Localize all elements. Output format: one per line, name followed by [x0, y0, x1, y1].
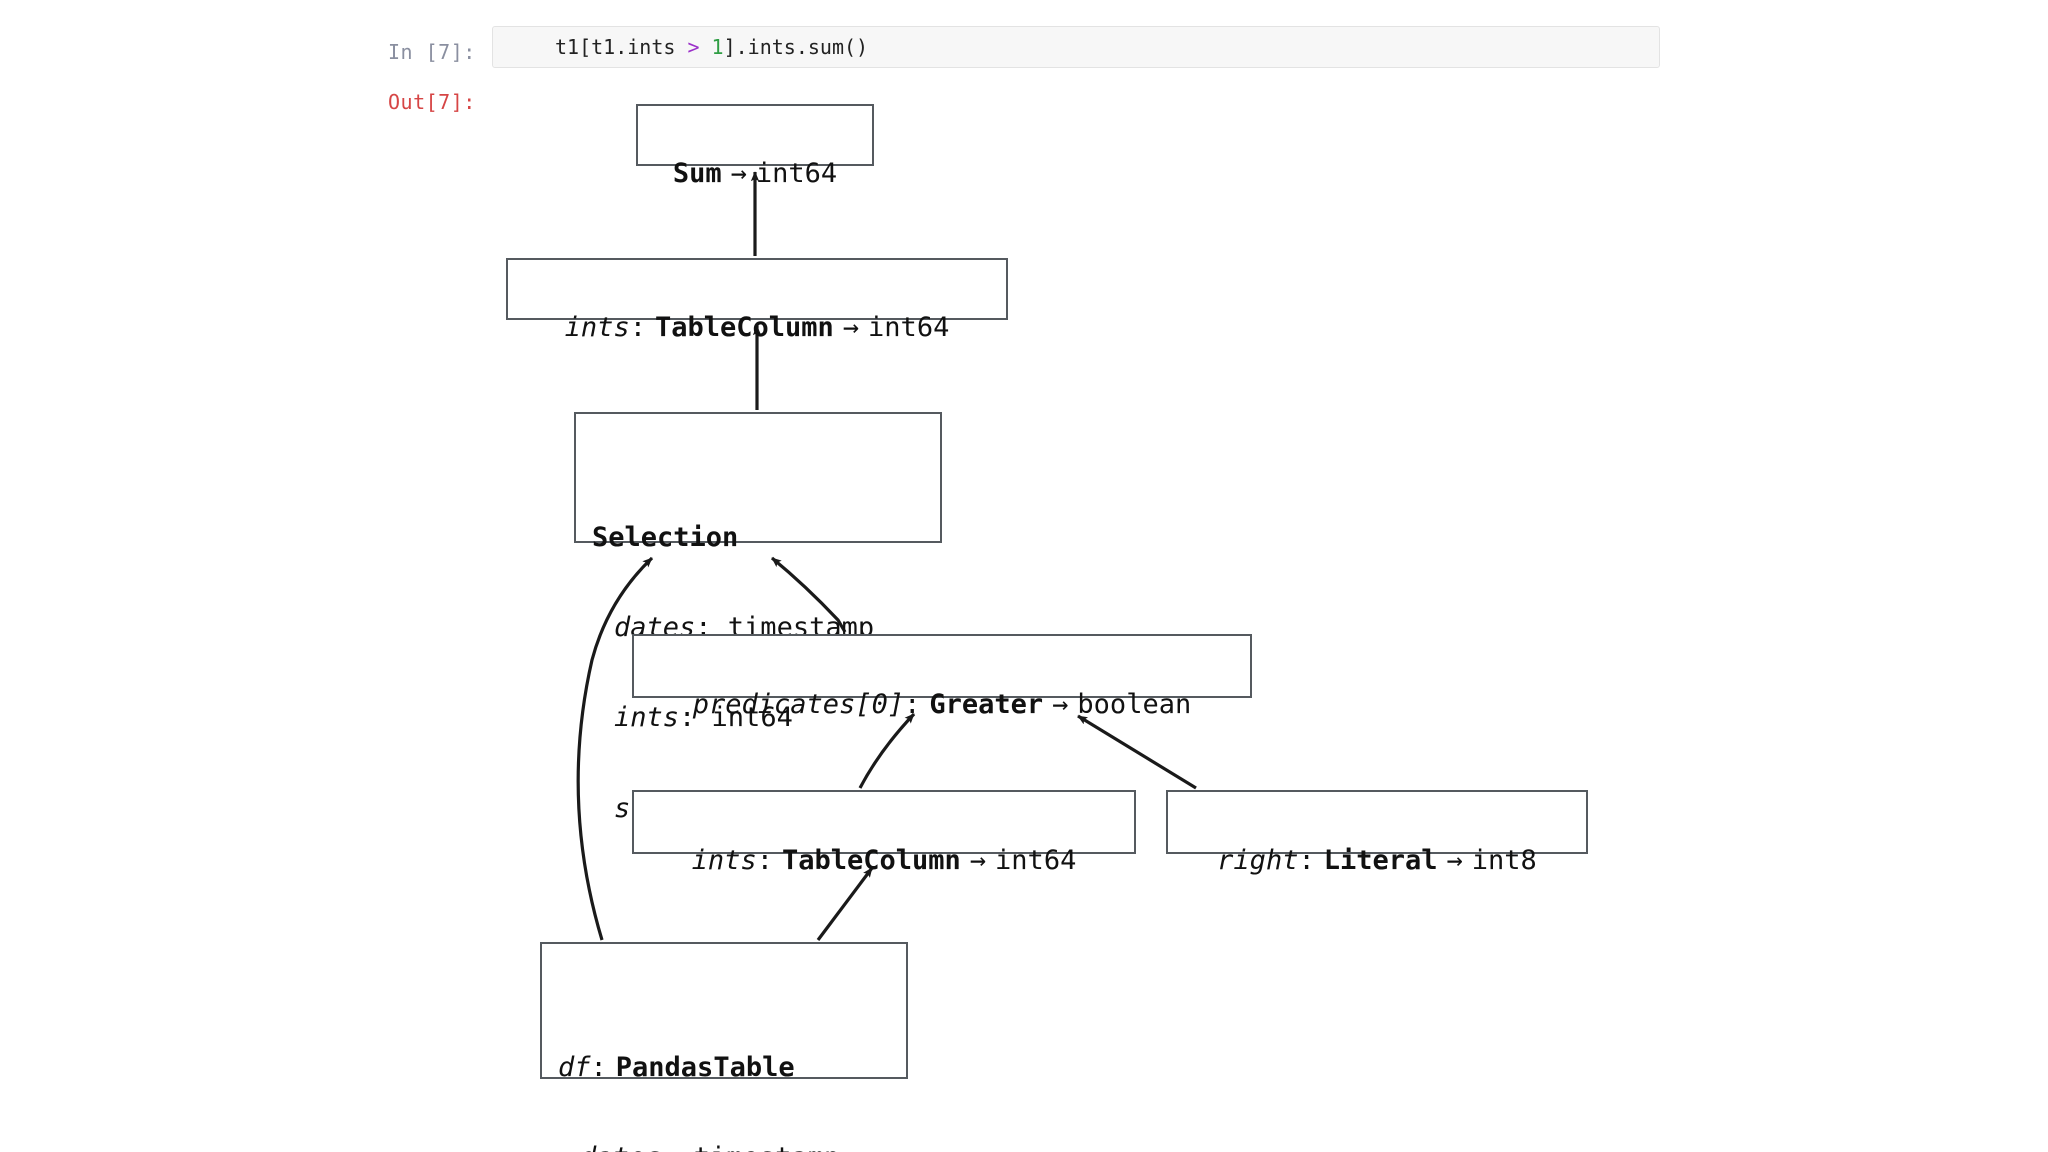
- graph-node-ints-bottom-arrow: →: [969, 844, 987, 876]
- graph-node-right-dtype: int8: [1471, 844, 1537, 876]
- code-token-number: 1: [711, 35, 724, 59]
- graph-node-sum-op: Sum: [672, 157, 722, 189]
- graph-node-ints-top-label: ints:TableColumn→int64: [508, 298, 1006, 356]
- graph-node-ints-bottom-colon: :: [756, 844, 773, 876]
- graph-node-predicates-arrow: →: [1052, 688, 1069, 720]
- graph-node-df-body: df:PandasTable dates: timestamp ints: in…: [542, 982, 906, 1152]
- input-prompt-label: In [7]:: [388, 40, 476, 64]
- graph-node-ints-top-op: TableColumn: [654, 311, 834, 343]
- graph-node-right-literal[interactable]: right:Literal→int8: [1166, 790, 1588, 876]
- graph-node-df-field: dates: timestamp: [558, 1144, 892, 1152]
- field-colon: :: [679, 702, 712, 734]
- graph-node-ints-top[interactable]: ints:TableColumn→int64: [506, 258, 1008, 343]
- code-input-cell[interactable]: t1[t1.ints > 1].ints.sum(): [492, 26, 1660, 68]
- graph-node-sum-dtype: int64: [755, 157, 838, 189]
- field-name: dates: [580, 1142, 661, 1152]
- graph-node-df-op: PandasTable: [615, 1052, 795, 1084]
- output-prompt-label: Out[7]:: [388, 90, 476, 114]
- graph-node-ints-top-colon: :: [629, 311, 646, 343]
- edge-right-to-predicates: [1077, 714, 1197, 790]
- graph-node-df-pandastable[interactable]: df:PandasTable dates: timestamp ints: in…: [540, 942, 908, 1152]
- graph-node-right-arrow: →: [1446, 844, 1463, 876]
- graph-node-selection-field: ints: int64: [592, 704, 926, 731]
- graph-node-predicates-op: Greater: [929, 688, 1044, 720]
- edge-df-to-ints-bot: [816, 867, 874, 941]
- graph-node-predicates-colon: :: [904, 688, 921, 720]
- graph-node-ints-top-arrow: →: [842, 311, 860, 343]
- graph-node-selection-op: Selection: [592, 522, 739, 554]
- code-token-expression-start: t1[t1.ints: [555, 35, 688, 59]
- graph-node-right-colon: :: [1298, 844, 1315, 876]
- graph-node-ints-bottom-name: ints: [691, 844, 757, 876]
- graph-node-right-name: right: [1217, 844, 1299, 876]
- graph-node-sum[interactable]: Sum→int64: [636, 104, 874, 189]
- graph-node-df-colon: :: [590, 1052, 607, 1084]
- code-token-expression-end: ].ints.sum(): [723, 35, 869, 59]
- code-source-line[interactable]: t1[t1.ints > 1].ints.sum(): [555, 27, 868, 67]
- graph-node-right-op: Literal: [1323, 844, 1438, 876]
- code-token-operator: >: [687, 35, 700, 59]
- graph-node-selection[interactable]: Selection dates: timestamp ints: int64 s…: [574, 412, 942, 822]
- field-name: ints: [614, 702, 680, 734]
- graph-node-df-name: df: [558, 1052, 591, 1084]
- graph-node-sum-arrow: →: [730, 157, 747, 189]
- field-type: timestamp: [694, 1142, 840, 1152]
- graph-node-selection-header: Selection: [592, 524, 926, 551]
- graph-node-predicates-label: predicates[0]:Greater→boolean: [634, 674, 1250, 734]
- graph-node-ints-top-name: ints: [564, 311, 630, 343]
- graph-node-predicates[interactable]: predicates[0]:Greater→boolean: [632, 634, 1252, 720]
- field-colon: :: [661, 1142, 694, 1152]
- graph-node-sum-label: Sum→int64: [638, 144, 872, 202]
- edge-predicates-to-selection-line: [770, 556, 847, 633]
- graph-node-right-literal-label: right:Literal→int8: [1168, 830, 1586, 890]
- graph-node-predicates-dtype: boolean: [1077, 688, 1192, 720]
- graph-node-df-header: df:PandasTable: [558, 1054, 892, 1081]
- field-type: int64: [711, 702, 793, 734]
- graph-node-ints-bottom-label: ints:TableColumn→int64: [634, 830, 1134, 890]
- graph-node-ints-bottom-op: TableColumn: [781, 844, 961, 876]
- graph-node-ints-bottom[interactable]: ints:TableColumn→int64: [632, 790, 1136, 876]
- edge-ints-bot-to-predicates: [858, 712, 916, 789]
- edge-df-to-selection: [576, 556, 654, 941]
- graph-node-ints-top-dtype: int64: [868, 311, 950, 343]
- graph-node-predicates-name: predicates[0]: [692, 688, 905, 720]
- graph-node-ints-bottom-dtype: int64: [995, 844, 1077, 876]
